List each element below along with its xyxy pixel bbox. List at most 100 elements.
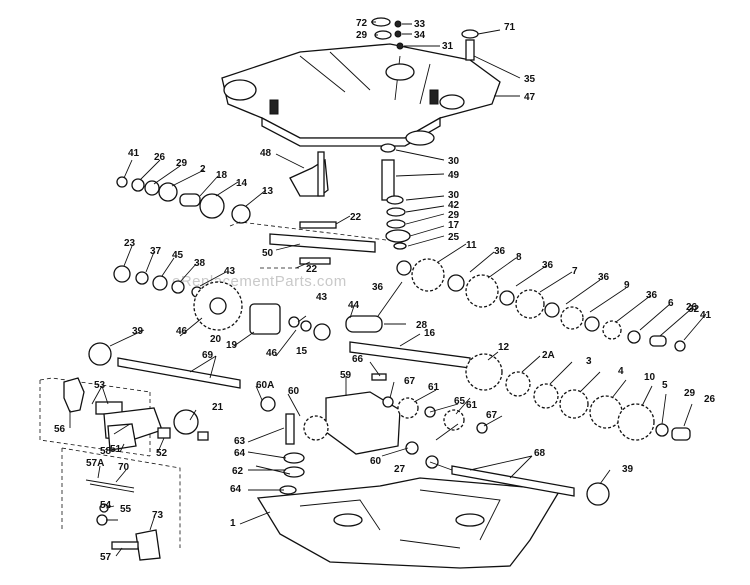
bolt-35 bbox=[465, 39, 475, 61]
callout-label-29a: 29 bbox=[356, 30, 368, 41]
gear-6 bbox=[602, 320, 622, 340]
pin-57 bbox=[111, 541, 139, 550]
callout-label-27: 27 bbox=[394, 464, 406, 475]
callout-label-41b: 41 bbox=[700, 310, 712, 321]
callout-label-29b: 29 bbox=[176, 158, 188, 169]
key-22a bbox=[299, 221, 337, 229]
callout-label-21: 21 bbox=[212, 402, 224, 413]
spring-70 bbox=[85, 479, 135, 493]
gear-7 bbox=[515, 289, 545, 319]
callout-label-2: 2 bbox=[200, 164, 206, 175]
shaft-16 bbox=[349, 341, 471, 369]
callout-label-65: 65 bbox=[454, 396, 466, 407]
gear-4 bbox=[559, 389, 589, 419]
callout-label-7: 7 bbox=[572, 266, 578, 277]
callout-label-43a: 43 bbox=[224, 266, 236, 277]
upper-housing bbox=[221, 43, 501, 147]
gear-60a bbox=[303, 415, 329, 441]
washer-32 bbox=[627, 330, 641, 344]
bearing-39a bbox=[88, 342, 112, 366]
callout-label-36b: 36 bbox=[542, 260, 554, 271]
callout-label-11: 11 bbox=[466, 240, 477, 251]
callout-label-36d: 36 bbox=[646, 290, 658, 301]
callout-label-64a: 64 bbox=[234, 448, 246, 459]
plate-58 bbox=[107, 423, 137, 451]
callout-label-60b: 60 bbox=[370, 456, 382, 467]
gear-17 bbox=[385, 229, 411, 243]
callout-label-14: 14 bbox=[236, 178, 248, 189]
gear-21 bbox=[173, 409, 199, 435]
gear-2-small bbox=[158, 182, 178, 202]
callout-label-73: 73 bbox=[152, 510, 164, 521]
callout-label-30a: 30 bbox=[448, 156, 460, 167]
callout-label-48: 48 bbox=[260, 148, 272, 159]
callout-label-17: 17 bbox=[448, 220, 460, 231]
callout-label-26a: 26 bbox=[154, 152, 166, 163]
pin-54 bbox=[99, 503, 109, 513]
callout-label-39a: 39 bbox=[132, 326, 144, 337]
callout-label-36e: 36 bbox=[372, 282, 384, 293]
gear-8 bbox=[465, 274, 499, 308]
callout-label-3: 3 bbox=[586, 356, 592, 367]
chain-44 bbox=[345, 315, 383, 333]
nut-34 bbox=[394, 30, 402, 38]
callout-label-59: 59 bbox=[340, 370, 352, 381]
washer-64a bbox=[283, 452, 305, 464]
callout-label-51: 51 bbox=[110, 444, 122, 455]
callout-label-5: 5 bbox=[662, 380, 668, 391]
callout-label-55: 55 bbox=[120, 504, 132, 515]
shifter-rod bbox=[317, 151, 325, 197]
callout-label-49: 49 bbox=[448, 170, 460, 181]
washer-46b bbox=[300, 320, 312, 332]
bearing-36d bbox=[584, 316, 600, 332]
gear-10 bbox=[589, 395, 623, 429]
callout-label-34: 34 bbox=[414, 30, 426, 41]
gear-3 bbox=[533, 383, 559, 409]
washer-26a bbox=[131, 178, 145, 192]
shaft-69 bbox=[117, 357, 241, 389]
washer-60b bbox=[405, 441, 419, 455]
callout-label-35: 35 bbox=[524, 74, 536, 85]
washer-29b bbox=[144, 180, 160, 196]
callout-label-26b: 26 bbox=[686, 302, 698, 313]
washer-38 bbox=[171, 280, 185, 294]
callout-label-66: 66 bbox=[352, 354, 364, 365]
callout-label-61b: 61 bbox=[466, 400, 478, 411]
washer-45 bbox=[152, 275, 168, 291]
callout-label-13: 13 bbox=[262, 186, 274, 197]
callout-label-22b: 22 bbox=[306, 264, 318, 275]
bearing-39b bbox=[586, 482, 610, 506]
washer-67a bbox=[382, 396, 394, 408]
gear-15 bbox=[313, 323, 331, 341]
ring-41a bbox=[116, 176, 128, 188]
bearing-11-left bbox=[396, 260, 412, 276]
gear-2A bbox=[505, 371, 531, 397]
shaft-68 bbox=[451, 465, 575, 497]
callout-label-53: 53 bbox=[94, 380, 106, 391]
ring-41b bbox=[674, 340, 686, 352]
washer-30b bbox=[386, 195, 404, 205]
callout-label-37: 37 bbox=[150, 246, 162, 257]
callout-label-32: 32 bbox=[688, 304, 700, 315]
callout-label-8: 8 bbox=[516, 252, 522, 263]
washer-29d bbox=[655, 423, 669, 437]
callout-label-43b: 43 bbox=[316, 292, 328, 303]
callout-label-67a: 67 bbox=[404, 376, 416, 387]
bearing-23 bbox=[113, 265, 131, 283]
callout-label-72: 72 bbox=[356, 18, 368, 29]
callout-label-29c: 29 bbox=[448, 210, 460, 221]
bushing-26b bbox=[649, 335, 667, 347]
callout-label-56: 56 bbox=[54, 424, 66, 435]
bearing-36b bbox=[499, 290, 515, 306]
callout-label-12: 12 bbox=[498, 342, 510, 353]
callout-label-44: 44 bbox=[348, 300, 360, 311]
callout-label-46b: 46 bbox=[266, 348, 278, 359]
callout-label-50: 50 bbox=[262, 248, 274, 259]
callout-label-16: 16 bbox=[424, 328, 436, 339]
gear-12 bbox=[465, 353, 503, 391]
pin-52b bbox=[197, 431, 209, 441]
callout-label-60a: 60A bbox=[256, 380, 274, 391]
cap-71 bbox=[461, 29, 479, 39]
